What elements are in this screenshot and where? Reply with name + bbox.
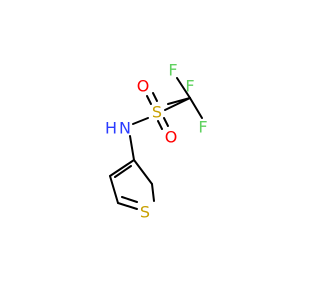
- bond-c-s: [164, 97, 191, 111]
- atom-labels: F F F O S O H N S: [105, 61, 208, 222]
- bond-c5-s-double: [121, 196, 138, 203]
- bond-s-o-top-b: [152, 92, 158, 102]
- atom-s-ring: S: [140, 203, 150, 222]
- atom-n-amine: N: [119, 119, 131, 138]
- bond-c3-c2: [133, 159, 153, 185]
- bond-c3-c4: [109, 159, 135, 177]
- bond-s-o-bottom-a: [157, 120, 163, 130]
- bond-s-n: [132, 117, 149, 125]
- atom-f-left: F: [185, 77, 194, 96]
- atom-f-top: F: [168, 61, 177, 80]
- bond-c-f-right: [189, 97, 203, 119]
- atom-h-amine: H: [105, 119, 117, 138]
- bond-c3-c4-double: [114, 165, 132, 178]
- bond-s-c2: [151, 183, 155, 202]
- bond-s-o-top-a: [146, 95, 152, 105]
- bond-c-f-top: [176, 77, 191, 99]
- bonds: [109, 77, 203, 210]
- molecule-diagram: F F F O S O H N S: [105, 61, 208, 222]
- atom-o-top: O: [137, 77, 150, 96]
- bond-c5-s: [117, 202, 138, 210]
- bond-s-o-bottom-b: [163, 117, 169, 127]
- atom-o-bottom: O: [165, 128, 178, 147]
- bond-n-c3: [129, 135, 135, 161]
- bond-c4-c5: [109, 175, 119, 204]
- atom-s-sulfonyl: S: [152, 103, 162, 122]
- atom-f-right: F: [198, 118, 207, 137]
